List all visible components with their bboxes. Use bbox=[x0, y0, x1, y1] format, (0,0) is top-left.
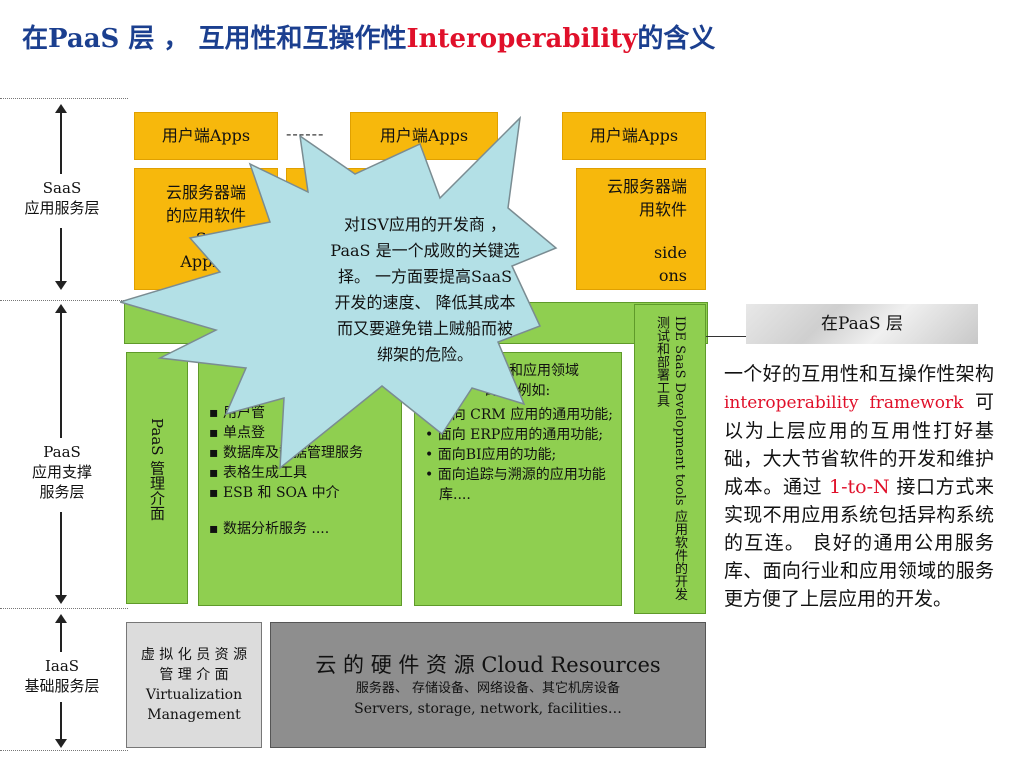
client-apps-1: 用户端Apps bbox=[134, 112, 278, 160]
saas-arrow-up bbox=[55, 104, 67, 174]
list-item: • 面向BI应用的功能; bbox=[425, 447, 557, 463]
list-item: ▪ 表格生成工具 bbox=[209, 465, 307, 481]
cloud-resources-box: 云 的 硬 件 资 源 Cloud Resources 服务器、 存储设备、网络… bbox=[270, 622, 706, 748]
domain-services-head1: 业和应用领域 bbox=[495, 363, 579, 379]
paas-label: PaaS 应用支撑 服务层 bbox=[0, 442, 124, 502]
server-app-3-line3: side bbox=[653, 243, 687, 262]
title-part3: 的含义 bbox=[637, 24, 716, 54]
tag-connector-line bbox=[706, 336, 748, 337]
title-part1: 在PaaS 层 ， 互用性和互操作性 bbox=[22, 24, 407, 54]
virtualization-management-box: 虚 拟 化 员 资 源 管 理 介 面 Virtualization Manag… bbox=[126, 622, 262, 748]
saas-label-line2: 应用服务层 bbox=[24, 199, 100, 217]
callout-line4: 开发的速度、 降低其成本 bbox=[334, 293, 516, 312]
cloud-line1: 云 的 硬 件 资 源 Cloud Resources bbox=[315, 653, 661, 677]
server-app-3-line1: 云服务器端 bbox=[606, 177, 687, 196]
virt-line4: Management bbox=[147, 707, 241, 723]
description-part2: 可以为上层应用的互用性打好基础，大大节省软件的开发和维护成本。通过 bbox=[724, 391, 994, 498]
iaas-label-line1: IaaS bbox=[44, 657, 80, 675]
cloud-line2: 服务器、 存储设备、网络设备、其它机房设备 bbox=[355, 681, 621, 696]
description-part3: 接口方式来实现不用应用系统包括异构系统的互连。 良好的通用公用服务库、面向行业和… bbox=[724, 476, 994, 610]
iaas-label-line2: 基础服务层 bbox=[24, 677, 100, 695]
paas-label-line2: 应用支撑 bbox=[31, 463, 92, 481]
client-apps-3: 用户端Apps bbox=[562, 112, 706, 160]
callout-line1: 对ISV应用的开发商 ， bbox=[344, 215, 506, 234]
virt-line2: 管 理 介 面 bbox=[159, 667, 229, 683]
ide-tools-label: IDE SaaS Development tools 应用软件的开发测试和部署工… bbox=[654, 316, 687, 601]
iaas-label: IaaS 基础服务层 bbox=[0, 656, 124, 696]
ide-tools-box: IDE SaaS Development tools 应用软件的开发测试和部署工… bbox=[634, 304, 706, 614]
divider-top bbox=[0, 98, 128, 99]
server-app-1-line2: 的应用软件 bbox=[165, 206, 246, 225]
cloud-line3: Servers, storage, network, facilities… bbox=[354, 701, 622, 717]
callout-line5: 而又要避免错上贼船而被 bbox=[336, 319, 513, 338]
common-services-list: ▪ 用户管 ▪ 单点登 ▪ 数据库及数据管理服务 ▪ 表格生成工具 ▪ ESB … bbox=[209, 403, 393, 539]
virt-line1: 虚 拟 化 员 资 源 bbox=[140, 647, 248, 663]
paas-admin-interface: PaaS 管理介面 bbox=[126, 352, 188, 604]
list-item: • 面向追踪与溯源的应用功能库.... bbox=[425, 467, 606, 503]
divider-saas-paas bbox=[0, 300, 128, 301]
list-item: ▪ 单点登 bbox=[209, 425, 265, 441]
list-item: ▪ 数据分析服务 .... bbox=[209, 521, 330, 537]
description-text: 一个好的互用性和互操作性架构 interoperability framewor… bbox=[724, 360, 994, 613]
iaas-arrow-up bbox=[55, 614, 67, 652]
saas-arrow-down bbox=[55, 228, 67, 290]
callout-line3: 择。 一方面要提高SaaS bbox=[337, 267, 513, 286]
domain-services-list: • 面向 CRM 应用的通用功能; • 面向 ERP应用的通用功能; • 面向B… bbox=[425, 405, 613, 505]
saas-label-line1: SaaS bbox=[42, 179, 82, 197]
paas-layer-tag: 在PaaS 层 bbox=[746, 304, 978, 344]
paas-label-line1: PaaS bbox=[43, 443, 81, 461]
iaas-arrow-down bbox=[55, 702, 67, 748]
title-part2: Interoperability bbox=[406, 24, 638, 54]
saas-label: SaaS 应用服务层 bbox=[0, 178, 124, 218]
divider-bottom bbox=[0, 750, 128, 751]
apps-ellipsis: ------ bbox=[286, 124, 325, 143]
list-item: ▪ ESB 和 SOA 中介 bbox=[209, 485, 340, 501]
virt-line3: Virtualization bbox=[145, 687, 243, 703]
callout-text: 对ISV应用的开发商 ， PaaS 是一个成败的关键选 择。 一方面要提高Saa… bbox=[280, 212, 570, 368]
description-highlight1: interoperability framework bbox=[724, 393, 964, 413]
callout-line6: 绑架的危险。 bbox=[376, 345, 473, 364]
paas-arrow-up bbox=[55, 304, 67, 438]
description-highlight2: 1-to-N bbox=[829, 476, 890, 498]
server-app-3-line2: 用软件 bbox=[638, 200, 687, 219]
callout-line2: PaaS 是一个成败的关键选 bbox=[330, 241, 520, 260]
client-apps-2: 用户端Apps bbox=[350, 112, 498, 160]
starburst-shape bbox=[120, 115, 558, 470]
paas-arrow-down bbox=[55, 512, 67, 604]
description-part1: 一个好的互用性和互操作性架构 bbox=[724, 363, 994, 385]
divider-paas-iaas bbox=[0, 608, 128, 609]
callout-starburst bbox=[120, 115, 558, 470]
server-app-3-line4: ons bbox=[658, 266, 687, 285]
paas-label-line3: 服务层 bbox=[39, 483, 85, 501]
server-app-1-line1: 云服务器端 bbox=[165, 183, 246, 202]
list-item: • 面向 ERP应用的通用功能; bbox=[425, 427, 604, 443]
paas-admin-label: PaaS 管理介面 bbox=[148, 418, 166, 521]
page-title: 在PaaS 层 ， 互用性和互操作性Interoperability的含义 bbox=[22, 18, 715, 55]
server-app-3: 云服务器端 用软件 side ons bbox=[576, 168, 706, 290]
